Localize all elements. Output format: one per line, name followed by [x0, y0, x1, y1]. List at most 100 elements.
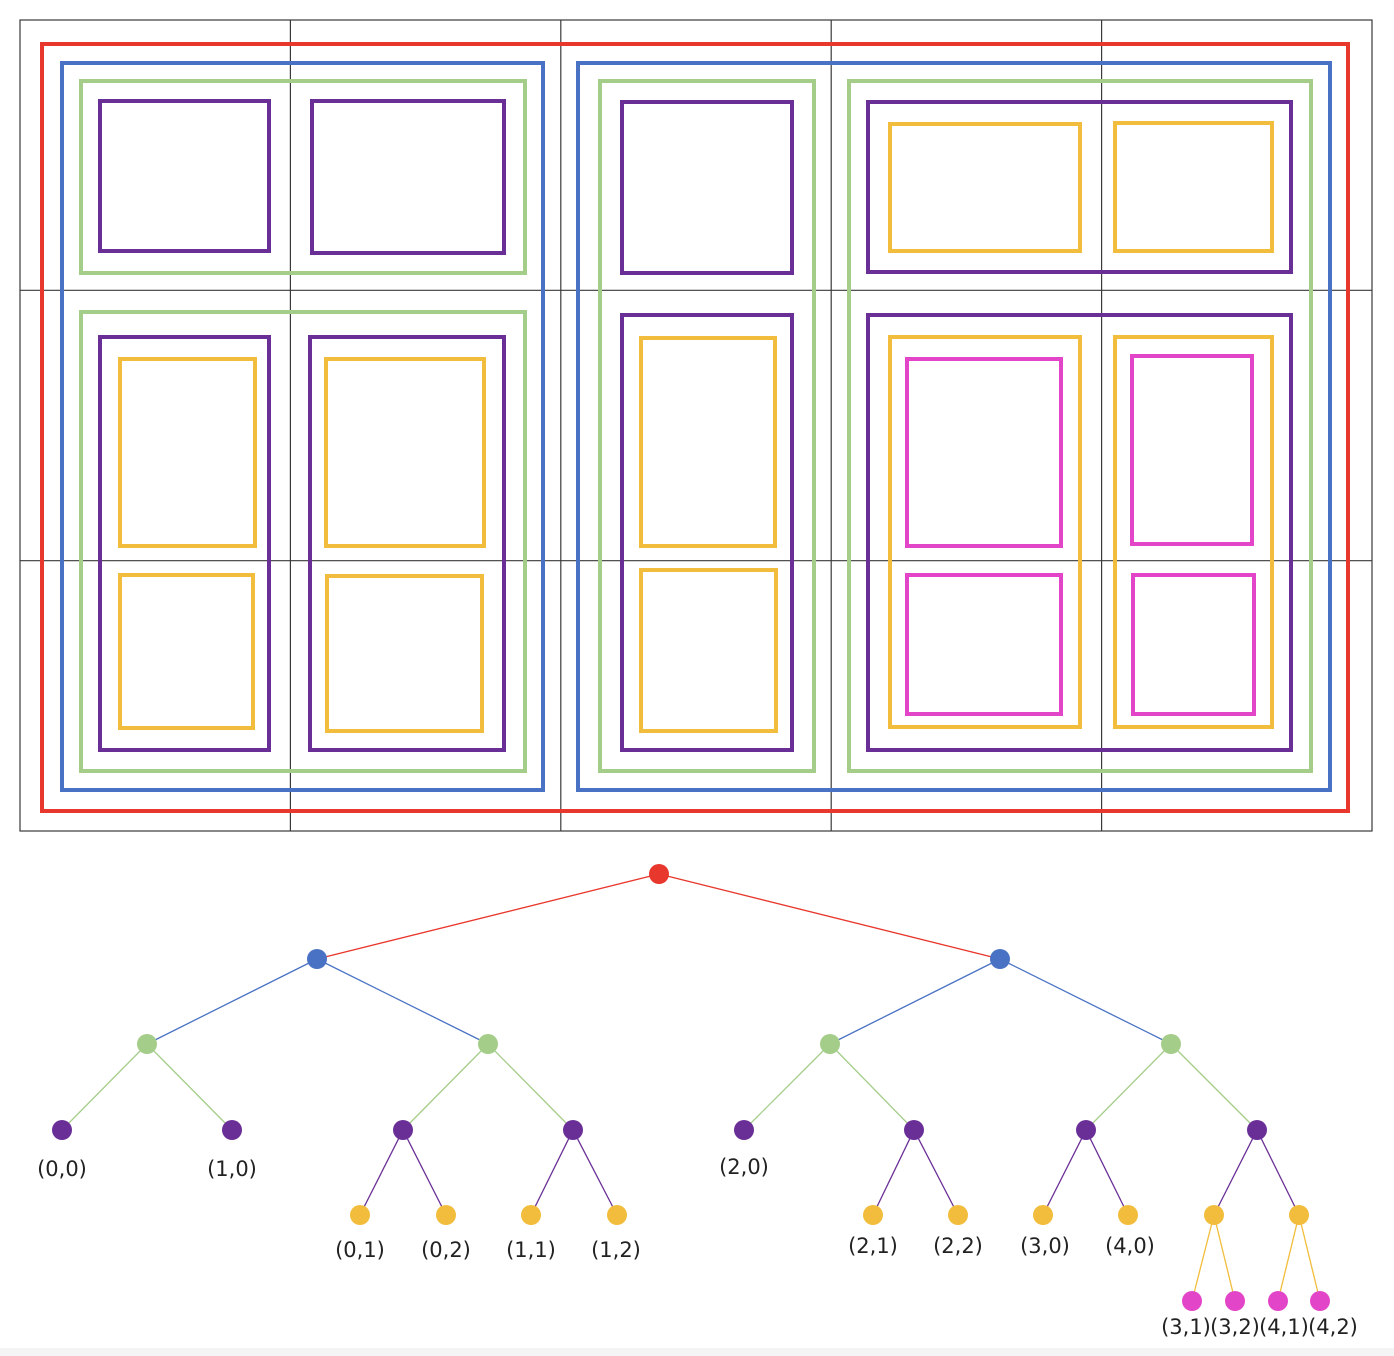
green-tree-node — [1161, 1034, 1181, 1054]
leaf-label: (0,1) — [335, 1238, 385, 1262]
green-partition-rect — [79, 310, 527, 773]
green-tree-node — [478, 1034, 498, 1054]
purple-tree-node — [563, 1120, 583, 1140]
leaf-label: (2,2) — [933, 1234, 983, 1258]
magenta-tree-node — [1268, 1291, 1288, 1311]
yellow-tree-node — [1033, 1205, 1053, 1225]
yellow-tree-node — [436, 1205, 456, 1225]
green-tree-edge — [1085, 1043, 1172, 1131]
tree-nodes — [52, 864, 1330, 1311]
yellow-tree-node — [948, 1205, 968, 1225]
leaf-label: (0,0) — [37, 1157, 87, 1181]
purple-partition-rect — [308, 335, 506, 752]
yellow-tree-node — [1289, 1205, 1309, 1225]
tree-leaf-labels: (0,0) (1,0) (0,1) (0,2) (1,1) (1,2) (2,0) (2,1)… — [37, 1155, 1358, 1339]
purple-tree-edge — [1042, 1129, 1087, 1216]
green-tree-edge — [743, 1043, 831, 1131]
yellow-tree-node — [350, 1205, 370, 1225]
bottom-edge-shade — [0, 1348, 1394, 1356]
red-tree-edge — [658, 873, 1001, 960]
blue-tree-node — [990, 949, 1010, 969]
green-tree-node — [137, 1034, 157, 1054]
grid-border — [19, 19, 1373, 832]
purple-partition-rect — [620, 100, 794, 275]
green-tree-node — [820, 1034, 840, 1054]
blue-tree-node — [307, 949, 327, 969]
grid — [19, 19, 1373, 832]
leaf-label: (2,1) — [848, 1234, 898, 1258]
purple-tree-edge — [913, 1129, 959, 1216]
nested-partition-rectangles — [40, 42, 1350, 813]
red-tree-edge — [316, 873, 660, 960]
green-tree-edge — [61, 1043, 148, 1131]
purple-tree-edge — [530, 1129, 574, 1216]
yellow-partition-rect — [1113, 121, 1274, 253]
yellow-tree-node — [1204, 1205, 1224, 1225]
leaf-label: (2,0) — [719, 1155, 769, 1179]
green-partition-rect — [79, 79, 527, 275]
yellow-tree-node — [607, 1205, 627, 1225]
leaf-label: (1,2) — [591, 1238, 641, 1262]
green-tree-edge — [829, 1043, 915, 1131]
yellow-partition-rect — [325, 574, 484, 733]
yellow-partition-rect — [324, 357, 486, 548]
purple-tree-edge — [402, 1129, 447, 1216]
purple-partition-rect — [310, 99, 506, 255]
magenta-tree-node — [1310, 1291, 1330, 1311]
purple-tree-node — [734, 1120, 754, 1140]
purple-tree-node — [222, 1120, 242, 1140]
purple-partition-rect — [620, 313, 794, 752]
blue-tree-edge — [146, 958, 318, 1045]
yellow-partition-rect — [1113, 335, 1274, 729]
purple-tree-node — [1076, 1120, 1096, 1140]
green-tree-edge — [1170, 1043, 1258, 1131]
yellow-partition-rect — [639, 568, 778, 733]
tree-edges — [61, 873, 1321, 1302]
purple-tree-edge — [1256, 1129, 1300, 1216]
red-tree-node — [649, 864, 669, 884]
yellow-partition-rect — [639, 336, 777, 548]
purple-tree-edge — [1213, 1129, 1258, 1216]
leaf-label: (4,2) — [1308, 1315, 1358, 1339]
yellow-partition-rect — [118, 357, 257, 548]
purple-partition-rect — [866, 100, 1293, 274]
leaf-label: (4,0) — [1105, 1234, 1155, 1258]
purple-tree-node — [393, 1120, 413, 1140]
blue-partition-rect — [576, 61, 1332, 792]
yellow-tree-edge — [1213, 1214, 1236, 1302]
magenta-partition-rect — [1131, 573, 1256, 716]
purple-tree-node — [52, 1120, 72, 1140]
green-tree-edge — [402, 1043, 489, 1131]
leaf-label: (4,1) — [1259, 1315, 1309, 1339]
purple-tree-edge — [872, 1129, 915, 1216]
yellow-tree-node — [863, 1205, 883, 1225]
yellow-tree-edge — [1277, 1214, 1300, 1302]
yellow-partition-rect — [888, 122, 1082, 253]
blue-tree-edge — [316, 958, 489, 1045]
purple-tree-edge — [572, 1129, 618, 1216]
green-tree-edge — [146, 1043, 233, 1131]
leaf-label: (3,0) — [1020, 1234, 1070, 1258]
leaf-label: (3,2) — [1210, 1315, 1260, 1339]
green-partition-rect — [847, 79, 1313, 773]
purple-tree-node — [1247, 1120, 1267, 1140]
purple-tree-node — [904, 1120, 924, 1140]
leaf-label: (1,1) — [506, 1238, 556, 1262]
yellow-tree-edge — [1191, 1214, 1215, 1302]
purple-tree-edge — [359, 1129, 404, 1216]
blue-partition-rect — [60, 61, 545, 792]
magenta-partition-rect — [1130, 354, 1254, 546]
leaf-label: (1,0) — [207, 1157, 257, 1181]
yellow-partition-rect — [888, 335, 1082, 729]
yellow-tree-node — [1118, 1205, 1138, 1225]
magenta-tree-node — [1225, 1291, 1245, 1311]
leaf-label: (0,2) — [421, 1238, 471, 1262]
purple-tree-edge — [1085, 1129, 1129, 1216]
purple-partition-rect — [866, 313, 1293, 752]
magenta-partition-rect — [905, 357, 1063, 548]
blue-tree-edge — [999, 958, 1172, 1045]
purple-partition-rect — [98, 335, 271, 752]
red-partition-rect — [40, 42, 1350, 813]
magenta-partition-rect — [905, 573, 1063, 716]
